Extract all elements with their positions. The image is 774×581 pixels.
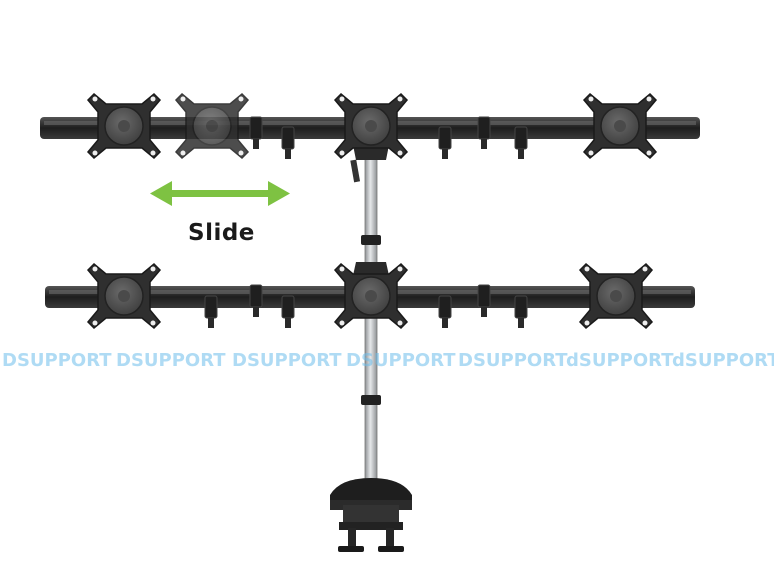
pole-collar bbox=[361, 235, 381, 245]
watermark: DSUPPORT DSUPPORT DSUPPORT DSUPPORT DSUP… bbox=[0, 350, 774, 378]
pole bbox=[364, 154, 378, 501]
watermark-text: DSUPPORT bbox=[116, 350, 226, 371]
vesa-bracket bbox=[583, 93, 657, 159]
watermark-text: dSUPPORT bbox=[566, 350, 674, 371]
vesa-bracket bbox=[87, 263, 161, 329]
watermark-text: DSUPPORT bbox=[458, 350, 568, 371]
slide-label: Slide bbox=[188, 220, 255, 246]
vesa-bracket-sliding bbox=[175, 93, 249, 159]
vesa-bracket bbox=[334, 93, 408, 159]
vesa-bracket bbox=[334, 263, 408, 329]
vesa-bracket bbox=[579, 263, 653, 329]
double-arrow-icon bbox=[150, 181, 290, 206]
watermark-text: DSUPPORT bbox=[346, 350, 456, 371]
pole-collar bbox=[361, 395, 381, 405]
watermark-text: DSUPPORT bbox=[232, 350, 342, 371]
watermark-text: dSUPPORT bbox=[672, 350, 774, 371]
desk-clamp bbox=[330, 478, 412, 552]
vesa-bracket bbox=[87, 93, 161, 159]
watermark-text: DSUPPORT bbox=[2, 350, 112, 371]
